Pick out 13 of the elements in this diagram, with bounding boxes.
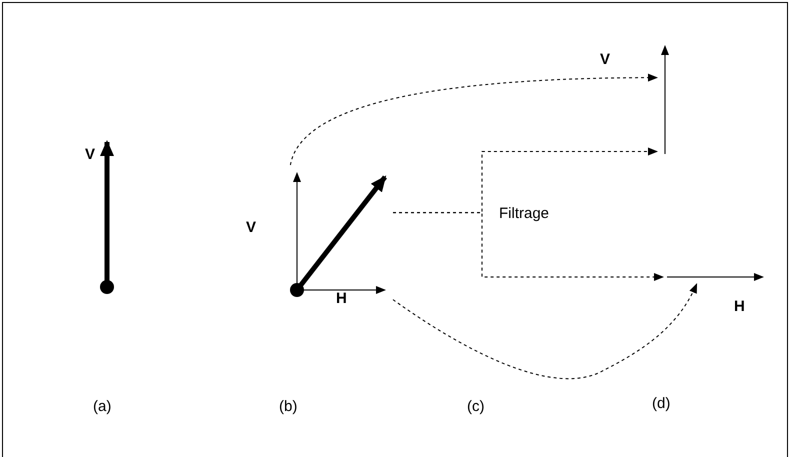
filter-label: Filtrage bbox=[499, 205, 550, 223]
arrow bbox=[392, 283, 698, 379]
panel-label: (c) bbox=[467, 398, 484, 416]
vector-label: V bbox=[600, 51, 610, 69]
vector-label: H bbox=[336, 290, 347, 308]
vector-label: H bbox=[734, 298, 745, 316]
panel-label: (b) bbox=[279, 398, 298, 416]
vector-label: V bbox=[85, 146, 96, 164]
vector-label: V bbox=[246, 219, 256, 237]
arrow bbox=[290, 74, 658, 166]
panel-label: (d) bbox=[652, 395, 670, 413]
arrow bbox=[392, 212, 664, 281]
panel-label: (a) bbox=[93, 398, 112, 416]
